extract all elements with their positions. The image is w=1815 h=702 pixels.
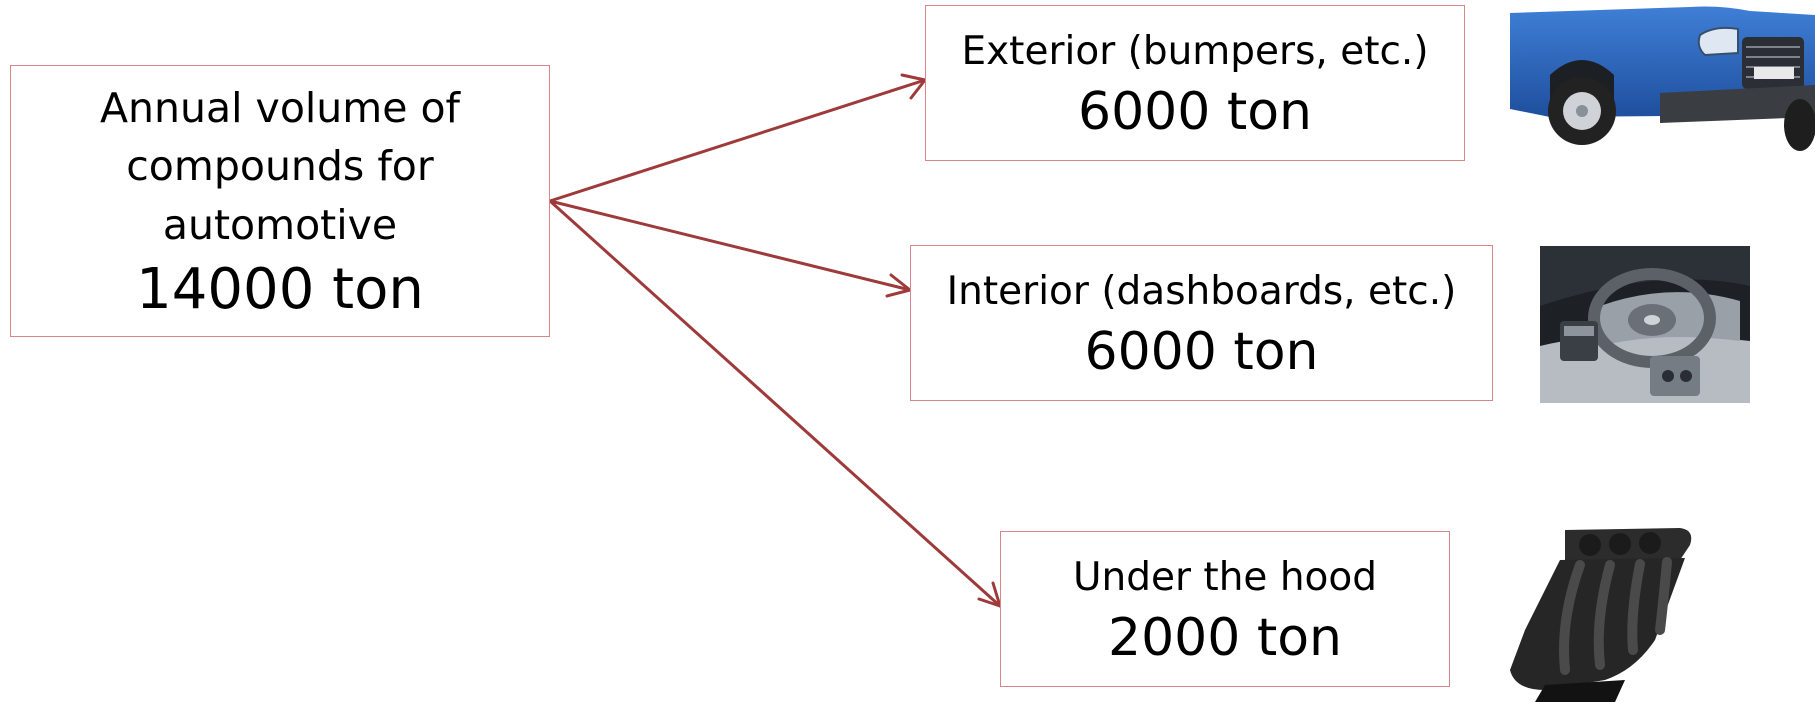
car-dashboard-icon [1540, 246, 1750, 403]
total-volume-label-line-1: Annual volume of [100, 84, 460, 133]
exterior-label: Exterior (bumpers, etc.) [961, 28, 1429, 74]
total-volume-box: Annual volume of compounds for automotiv… [10, 65, 550, 337]
under-hood-box: Under the hood 2000 ton [1000, 531, 1450, 687]
interior-value: 6000 ton [1084, 321, 1319, 382]
arrow-to-under-hood [548, 199, 1002, 608]
under-hood-label: Under the hood [1072, 554, 1378, 600]
interior-box: Interior (dashboards, etc.) 6000 ton [910, 245, 1493, 401]
intake-manifold-icon [1510, 528, 1692, 702]
exterior-box: Exterior (bumpers, etc.) 6000 ton [925, 5, 1465, 161]
under-hood-value: 2000 ton [1107, 607, 1343, 668]
total-volume-label-line-3: automotive [162, 200, 398, 249]
arrow-to-exterior [548, 78, 927, 203]
total-volume-value: 14000 ton [136, 256, 424, 322]
total-volume-label-line-2: compounds for [126, 142, 434, 191]
van-front-icon [1510, 6, 1815, 151]
exterior-value: 6000 ton [1077, 81, 1313, 142]
arrow-to-interior [548, 199, 912, 292]
interior-label: Interior (dashboards, etc.) [946, 268, 1457, 314]
